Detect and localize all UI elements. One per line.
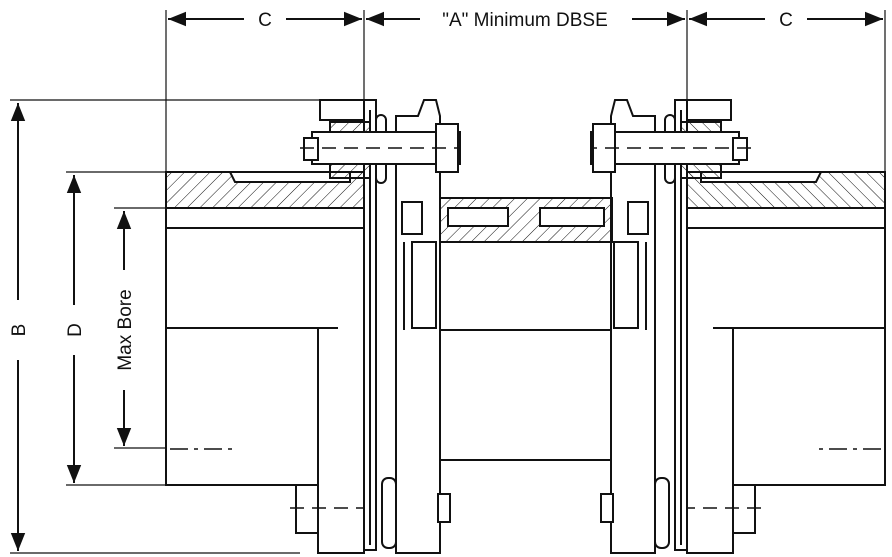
max-bore-label: Max Bore [115,289,136,370]
a-dbse-label: "A" Minimum DBSE [442,10,608,31]
spacer-pin-right [539,207,605,227]
center-spacer [401,197,649,461]
c-left-label: C [258,10,272,31]
left-bolt-head [303,137,319,161]
spacer-hub-right [613,241,639,329]
right-hub-groove [700,171,823,183]
spacer-nut-right [627,201,649,235]
right-lower-bolt [600,493,614,523]
left-lower-washer [381,477,397,549]
left-hub-groove [228,171,351,183]
spacer-nut-left [401,201,423,235]
c-right-label: C [779,10,793,31]
right-hub-setscrew [732,484,756,534]
top-dimensions: C "A" Minimum DBSE C [165,10,886,175]
right-hub [686,171,886,554]
b-label: B [9,324,30,337]
right-lower-washer [654,477,670,549]
d-label: D [65,323,86,337]
right-hub-body [686,171,886,554]
spacer-hub-left [411,241,437,329]
left-hub-setscrew [295,484,319,534]
right-hub-flange-lip [686,99,732,121]
spacer-pin-left [447,207,509,227]
left-hub [165,171,365,554]
left-hub-body [165,171,365,554]
left-dimensions: B D Max Bore [9,99,330,554]
left-lower-bolt [437,493,451,523]
right-bolt-head [732,137,748,161]
left-hub-flange-lip [319,99,365,121]
